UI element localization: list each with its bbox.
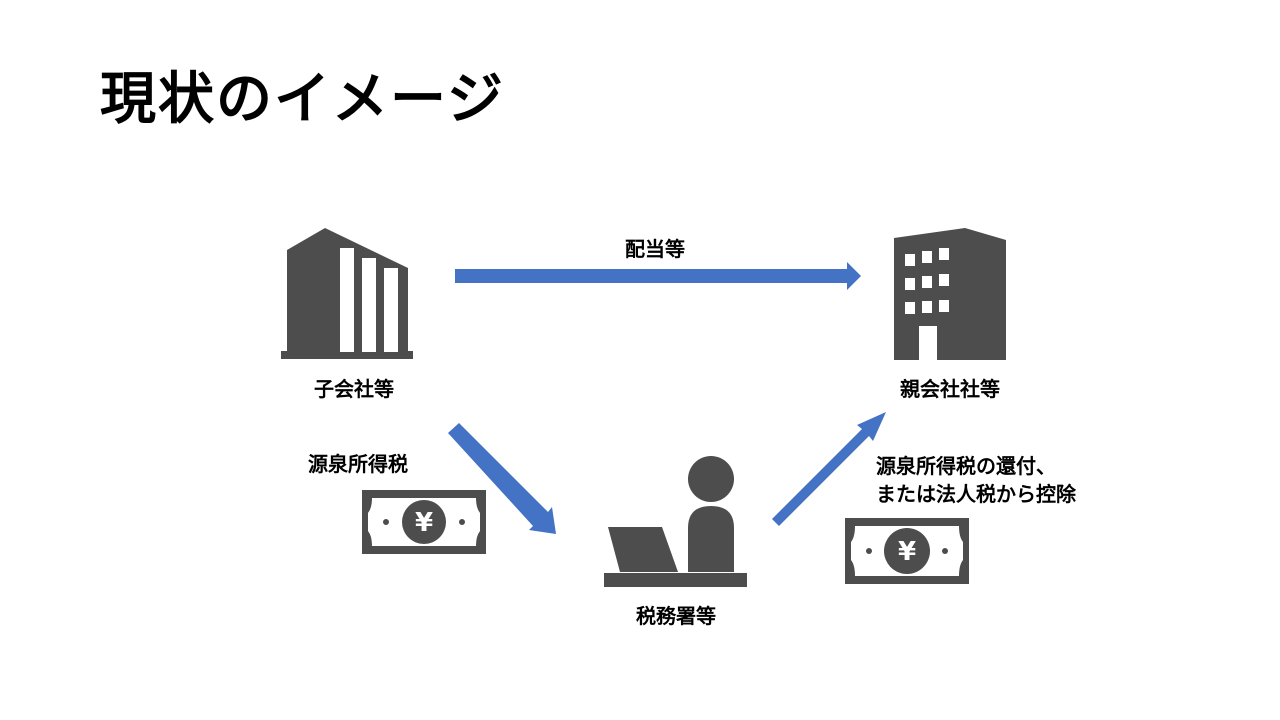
parent-office-building-icon — [894, 228, 1006, 360]
subsidiary-label: 子会社等 — [314, 377, 394, 401]
tax-office-person-icon — [604, 456, 747, 587]
yen-banknote-icon: ¥ — [362, 490, 486, 554]
tax-office-label: 税務署等 — [636, 604, 716, 628]
slide-title: 現状のイメージ — [100, 67, 505, 132]
parent-company-label: 親会社社等 — [900, 377, 1000, 401]
dividend-arrow — [455, 262, 861, 290]
withholding-arrow — [448, 423, 556, 534]
refund-arrow — [772, 412, 886, 526]
withholding-tax-label: 源泉所得税 — [308, 452, 408, 476]
yen-symbol: ¥ — [415, 508, 433, 538]
subsidiary-building-icon — [281, 228, 413, 359]
yen-banknote-icon: ¥ — [845, 518, 969, 584]
refund-label-line2: または法人税から控除 — [876, 482, 1076, 506]
refund-label-line1: 源泉所得税の還付、 — [876, 454, 1056, 478]
dividend-label: 配当等 — [625, 237, 685, 261]
yen-symbol: ¥ — [898, 537, 916, 567]
